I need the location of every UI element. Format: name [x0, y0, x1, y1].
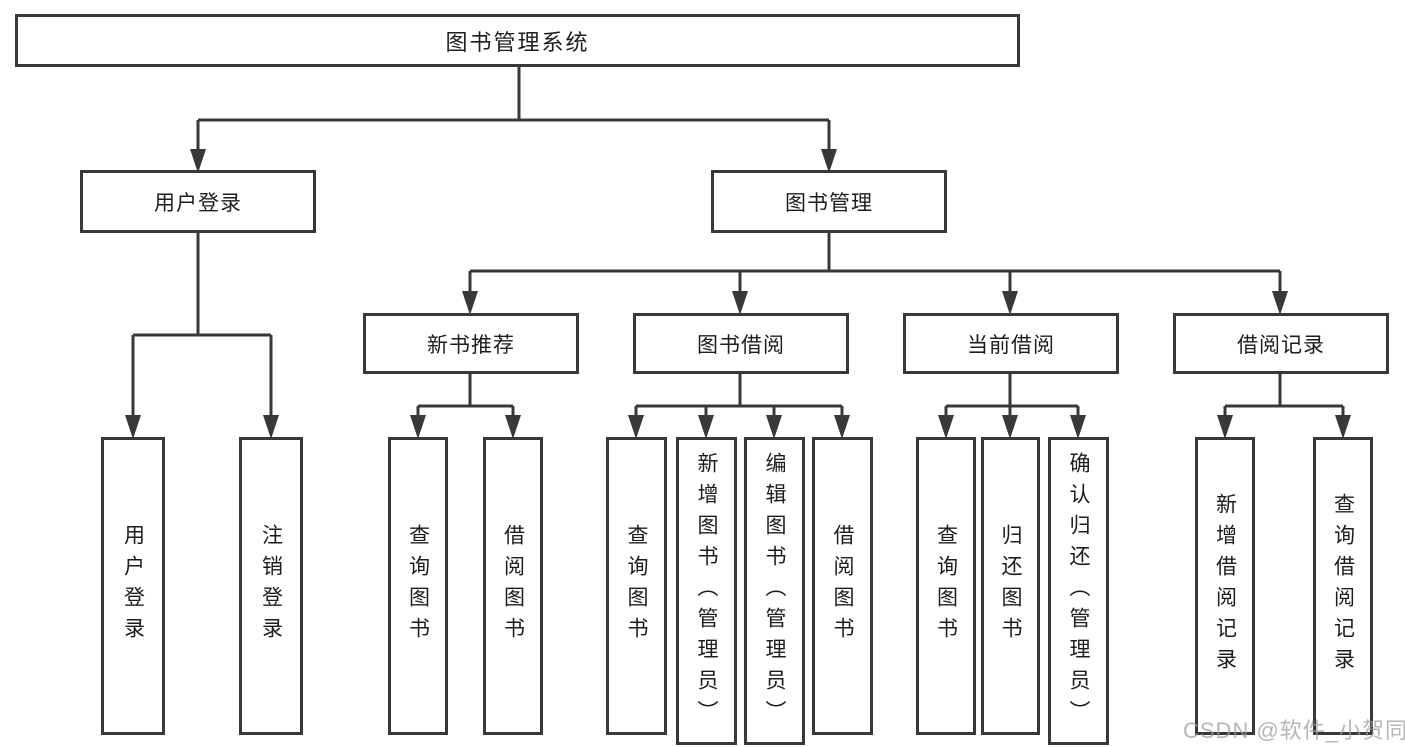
- node-label: 查询借阅记录: [1331, 493, 1355, 679]
- arrowhead: [938, 415, 954, 439]
- arrowhead: [190, 149, 206, 173]
- node-current-borrowing: 当前借阅: [903, 313, 1119, 374]
- node-label: 用户登录: [154, 191, 242, 215]
- leaf-borrow-books: 借阅图书: [812, 437, 873, 735]
- leaf-query-books: 查询图书: [916, 437, 976, 735]
- node-label: 借阅图书: [831, 524, 854, 648]
- node-label: 查询图书: [625, 524, 648, 648]
- node-label: 借阅图书: [501, 524, 525, 648]
- node-label: 确认归还（管理员）: [1067, 451, 1090, 731]
- node-label: 归还图书: [999, 524, 1022, 648]
- arrowhead: [505, 415, 521, 439]
- arrowheads: [125, 149, 1351, 439]
- node-label: 图书管理: [785, 191, 873, 215]
- arrowhead: [732, 291, 748, 315]
- leaf-query-books: 查询图书: [606, 437, 667, 735]
- node-label: 新书推荐: [427, 333, 515, 357]
- node-label: 用户登录: [121, 524, 145, 648]
- leaf-query-borrow-record: 查询借阅记录: [1313, 437, 1373, 735]
- arrowhead: [628, 415, 644, 439]
- leaf-user-login: 用户登录: [101, 437, 165, 735]
- node-label: 当前借阅: [967, 333, 1055, 357]
- node-library-management-system: 图书管理系统: [15, 14, 1020, 67]
- arrowhead: [766, 415, 782, 439]
- leaf-add-borrow-record: 新增借阅记录: [1195, 437, 1255, 735]
- arrowhead: [410, 415, 426, 439]
- arrowhead: [263, 415, 279, 439]
- node-borrowing-records: 借阅记录: [1173, 313, 1389, 374]
- connector: [131, 67, 1345, 416]
- arrowhead: [1335, 415, 1351, 439]
- node-user-login: 用户登录: [80, 170, 316, 233]
- node-label: 查询图书: [406, 524, 430, 648]
- arrowhead: [1002, 415, 1018, 439]
- arrowhead: [462, 291, 478, 315]
- arrowhead: [1272, 291, 1288, 315]
- arrowhead: [1070, 415, 1086, 439]
- leaf-add-books-admin: 新增图书（管理员）: [676, 437, 737, 745]
- node-book-management: 图书管理: [711, 170, 947, 233]
- arrowhead: [125, 415, 141, 439]
- leaf-edit-books-admin: 编辑图书（管理员）: [744, 437, 805, 745]
- arrowhead: [698, 415, 714, 439]
- watermark: CSDN @软件_小贺同学: [1183, 718, 1405, 743]
- node-label: 新增借阅记录: [1213, 493, 1237, 679]
- node-label: 图书借阅: [697, 333, 785, 357]
- node-label: 借阅记录: [1237, 333, 1325, 357]
- arrowhead: [1002, 291, 1018, 315]
- node-label: 图书管理系统: [445, 29, 590, 55]
- arrowhead: [1217, 415, 1233, 439]
- node-label: 查询图书: [934, 524, 958, 648]
- leaf-confirm-return-admin: 确认归还（管理员）: [1048, 437, 1109, 745]
- node-label: 新增图书（管理员）: [695, 451, 718, 731]
- leaf-query-books: 查询图书: [388, 437, 448, 735]
- node-label: 注销登录: [259, 524, 283, 648]
- leaf-logout: 注销登录: [239, 437, 303, 735]
- arrowhead: [834, 415, 850, 439]
- arrowhead: [821, 149, 837, 173]
- node-new-book-recommendation: 新书推荐: [363, 313, 579, 374]
- node-book-borrowing: 图书借阅: [633, 313, 849, 374]
- leaf-borrow-books: 借阅图书: [483, 437, 543, 735]
- leaf-return-books: 归还图书: [981, 437, 1040, 735]
- node-label: 编辑图书（管理员）: [763, 451, 786, 731]
